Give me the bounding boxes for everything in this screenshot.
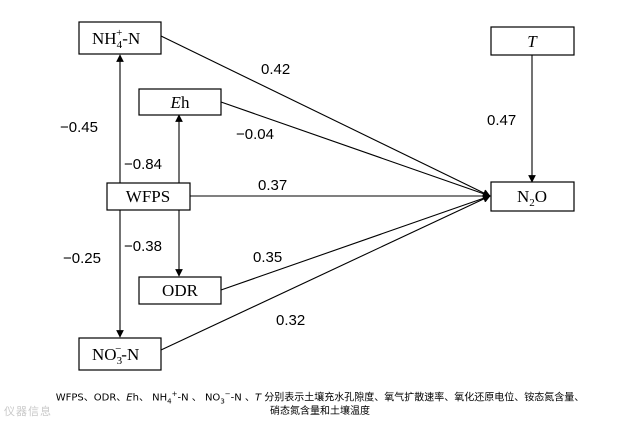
svg-text:NH4+-N: NH4+-N	[92, 27, 140, 51]
coef-wfps-eh: −0.84	[124, 156, 162, 173]
coef-wfps-odr: −0.38	[124, 238, 162, 255]
coef-eh-n2o: −0.04	[236, 126, 274, 143]
svg-text:ODR: ODR	[162, 281, 199, 300]
coef-t-n2o: 0.47	[487, 112, 516, 129]
coef-wfps-n2o: 0.37	[258, 177, 287, 194]
node-eh: Eh	[138, 88, 222, 116]
node-odr: ODR	[138, 276, 222, 305]
coef-wfps-no3: −0.25	[63, 250, 101, 267]
coef-no3-n2o: 0.32	[276, 312, 305, 329]
edge-no3-n2o	[160, 195, 491, 351]
node-n2o: N2O	[490, 181, 575, 212]
node-no3: NO3−-N	[78, 337, 162, 371]
coef-wfps-nh4: −0.45	[60, 119, 98, 136]
coef-odr-n2o: 0.35	[253, 249, 282, 266]
figure-caption-line-2: 硝态氮含量和土壤温度	[270, 406, 370, 417]
svg-text:WFPS: WFPS	[126, 187, 170, 206]
edge-eh-n2o	[220, 101, 491, 198]
svg-text:NO3−-N: NO3−-N	[92, 343, 139, 367]
svg-text:T: T	[527, 32, 538, 51]
node-nh4: NH4+-N	[78, 21, 162, 55]
coef-nh4-n2o: 0.42	[261, 61, 290, 78]
edge-nh4-n2o	[160, 35, 491, 197]
node-wfps: WFPS	[106, 182, 191, 211]
svg-text:N2O: N2O	[517, 187, 547, 209]
figure-caption-line-1: WFPS、ODR、Eh、 NH4+-N 、 NO3−-N 、T 分别表示土壤充水…	[55, 390, 585, 406]
node-t: T	[490, 26, 575, 56]
svg-text:Eh: Eh	[170, 93, 190, 112]
edge-odr-n2o	[220, 194, 491, 291]
watermark: 仪器信息	[4, 405, 52, 418]
path-diagram: NH4+-N Eh WFPS ODR NO3−-N T N2O 0.42 −0.…	[60, 21, 575, 371]
